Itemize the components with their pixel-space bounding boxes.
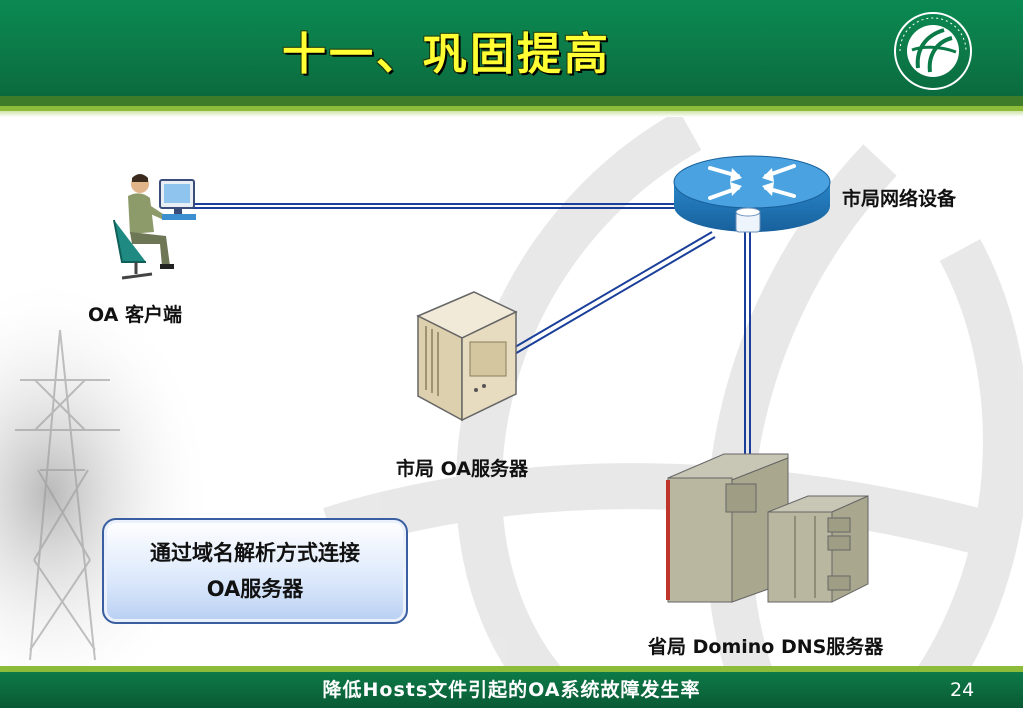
callout-box: 通过域名解析方式连接 OA服务器 [102, 518, 408, 624]
callout-line-1: 通过域名解析方式连接 [150, 541, 360, 565]
footer-text: 降低Hosts文件引起的OA系统故障发生率 [322, 679, 701, 701]
person-at-computer-icon [113, 174, 196, 280]
header-stripe [0, 96, 1023, 106]
header-stripe [0, 106, 1023, 111]
header-stripe [0, 111, 1023, 117]
mainframe-server-icon [666, 453, 869, 603]
slide-title: 十一、巩固提高 [282, 29, 611, 80]
link-router-city-server [509, 231, 716, 356]
province-server-label: 省局 Domino DNS服务器 [648, 636, 884, 658]
power-tower-icon [15, 329, 120, 661]
link-client-router [192, 203, 680, 209]
router-label: 市局网络设备 [842, 188, 957, 210]
footer-stripe [0, 666, 1023, 672]
page-number: 24 [950, 679, 975, 701]
callout-line-2: OA服务器 [206, 577, 304, 601]
footer-bar [0, 672, 1023, 708]
tower-server-icon [416, 291, 518, 422]
link-router-province-server [744, 230, 751, 455]
header-bar [0, 0, 1023, 96]
city-server-label: 市局 OA服务器 [396, 458, 528, 480]
logo-icon [894, 12, 972, 90]
client-label: OA 客户端 [88, 304, 182, 326]
router-icon [673, 155, 831, 233]
